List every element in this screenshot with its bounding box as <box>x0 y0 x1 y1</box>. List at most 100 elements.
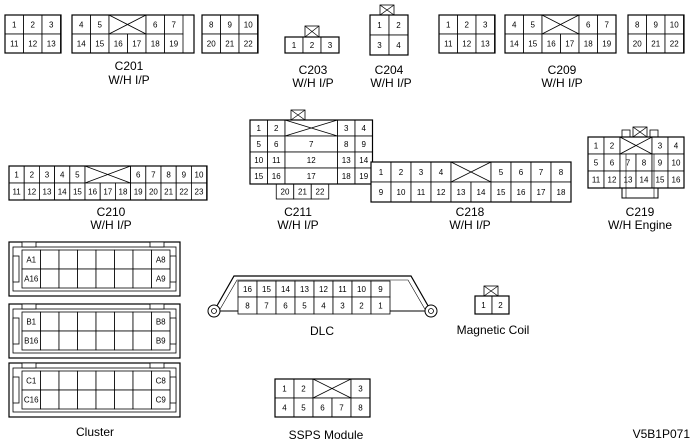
pin-number: A16 <box>24 275 39 284</box>
pin-number: 4 <box>282 404 287 413</box>
pin-number: 12 <box>462 40 471 49</box>
lock-cross <box>450 161 492 183</box>
pin-number: 18 <box>557 188 566 197</box>
pin-number: 7 <box>626 159 631 168</box>
pin-number: 7 <box>309 140 314 149</box>
pin-cell <box>95 389 115 410</box>
pin-number: 1 <box>282 385 287 394</box>
pin-cell <box>95 370 115 391</box>
lock-tab-cross <box>632 126 648 138</box>
pin-number: 4 <box>674 142 679 151</box>
pin-number: C1 <box>26 377 37 386</box>
pin-number: 5 <box>499 168 504 177</box>
pin-cell <box>58 330 78 351</box>
pin-number: 23 <box>195 188 204 197</box>
pin-number: 9 <box>378 285 383 294</box>
pin-number: 3 <box>419 168 424 177</box>
pin-number: B9 <box>156 337 166 346</box>
pin-number: 4 <box>512 21 517 30</box>
pin-cell <box>58 249 78 270</box>
pin-number: 8 <box>642 159 647 168</box>
pin-cell <box>95 330 115 351</box>
pin-cell <box>114 249 134 270</box>
pin-number: 11 <box>10 40 19 49</box>
pin-number: 11 <box>592 176 601 185</box>
lock-cross <box>619 136 653 155</box>
pin-cell <box>58 311 78 332</box>
pin-number: 11 <box>444 40 453 49</box>
pin-number: 1 <box>481 301 486 310</box>
pin-number: 9 <box>658 159 663 168</box>
pin-number: 13 <box>342 156 351 165</box>
pin-number: 12 <box>608 176 617 185</box>
pin-number: 10 <box>397 188 406 197</box>
connector-name: Cluster <box>76 425 114 439</box>
pin-cell <box>58 370 78 391</box>
pin-number: 22 <box>670 40 679 49</box>
pin-number: 3 <box>344 124 349 133</box>
pin-number: 2 <box>610 142 615 151</box>
pin-number: 2 <box>30 171 35 180</box>
pin-cell <box>151 268 171 289</box>
pin-number: 22 <box>244 40 253 49</box>
pin-number: 17 <box>132 40 141 49</box>
pin-number: 14 <box>359 156 368 165</box>
pin-cell <box>114 330 134 351</box>
pin-number: 13 <box>457 188 466 197</box>
pin-number: 12 <box>27 188 36 197</box>
pin-number: 5 <box>301 404 306 413</box>
pin-number: 6 <box>586 21 591 30</box>
pin-number: 3 <box>483 21 488 30</box>
pin-number: 7 <box>339 404 344 413</box>
pin-cell <box>58 268 78 289</box>
pin-number: 17 <box>537 188 546 197</box>
pin-number: 1 <box>594 142 599 151</box>
pin-cell <box>132 330 152 351</box>
pin-number: 8 <box>209 21 214 30</box>
connector-name: C218 <box>456 205 485 219</box>
lock-cross <box>84 165 131 184</box>
pin-number: C8 <box>156 377 167 386</box>
pin-number: 13 <box>624 176 633 185</box>
pin-number: 16 <box>672 176 681 185</box>
pin-number: 15 <box>262 285 271 294</box>
pin-number: 13 <box>481 40 490 49</box>
pin-number: 1 <box>12 21 17 30</box>
lock-cross <box>284 119 338 137</box>
pin-number: 15 <box>656 176 665 185</box>
dlc-housing <box>213 275 432 312</box>
connector-harness: W/H I/P <box>370 76 411 90</box>
figure-id: V5B1P071 <box>632 427 690 441</box>
lock-tab-cross <box>379 4 395 16</box>
pin-cell <box>95 249 115 270</box>
pin-number: 21 <box>298 188 307 197</box>
lock-tab-cross <box>290 109 306 121</box>
pin-number: 13 <box>47 40 56 49</box>
pin-number: B8 <box>156 318 166 327</box>
connector-name: Magnetic Coil <box>457 323 530 337</box>
pin-number: 6 <box>153 21 158 30</box>
pin-number: 21 <box>651 40 660 49</box>
pin-number: 8 <box>344 140 349 149</box>
connector-name: C203 <box>299 63 328 77</box>
pin-number: 15 <box>95 40 104 49</box>
pin-number: 20 <box>207 40 216 49</box>
pin-number: 5 <box>98 21 103 30</box>
pin-number: 17 <box>307 172 316 181</box>
pin-number: 14 <box>510 40 519 49</box>
pin-number: 19 <box>134 188 143 197</box>
pin-cell <box>132 249 152 270</box>
pin-number: 20 <box>149 188 158 197</box>
connector-name: C210 <box>97 205 126 219</box>
pin-number: C9 <box>156 396 167 405</box>
pin-number: 10 <box>357 285 366 294</box>
pin-number: 16 <box>272 172 281 181</box>
lock-cross <box>541 14 580 35</box>
